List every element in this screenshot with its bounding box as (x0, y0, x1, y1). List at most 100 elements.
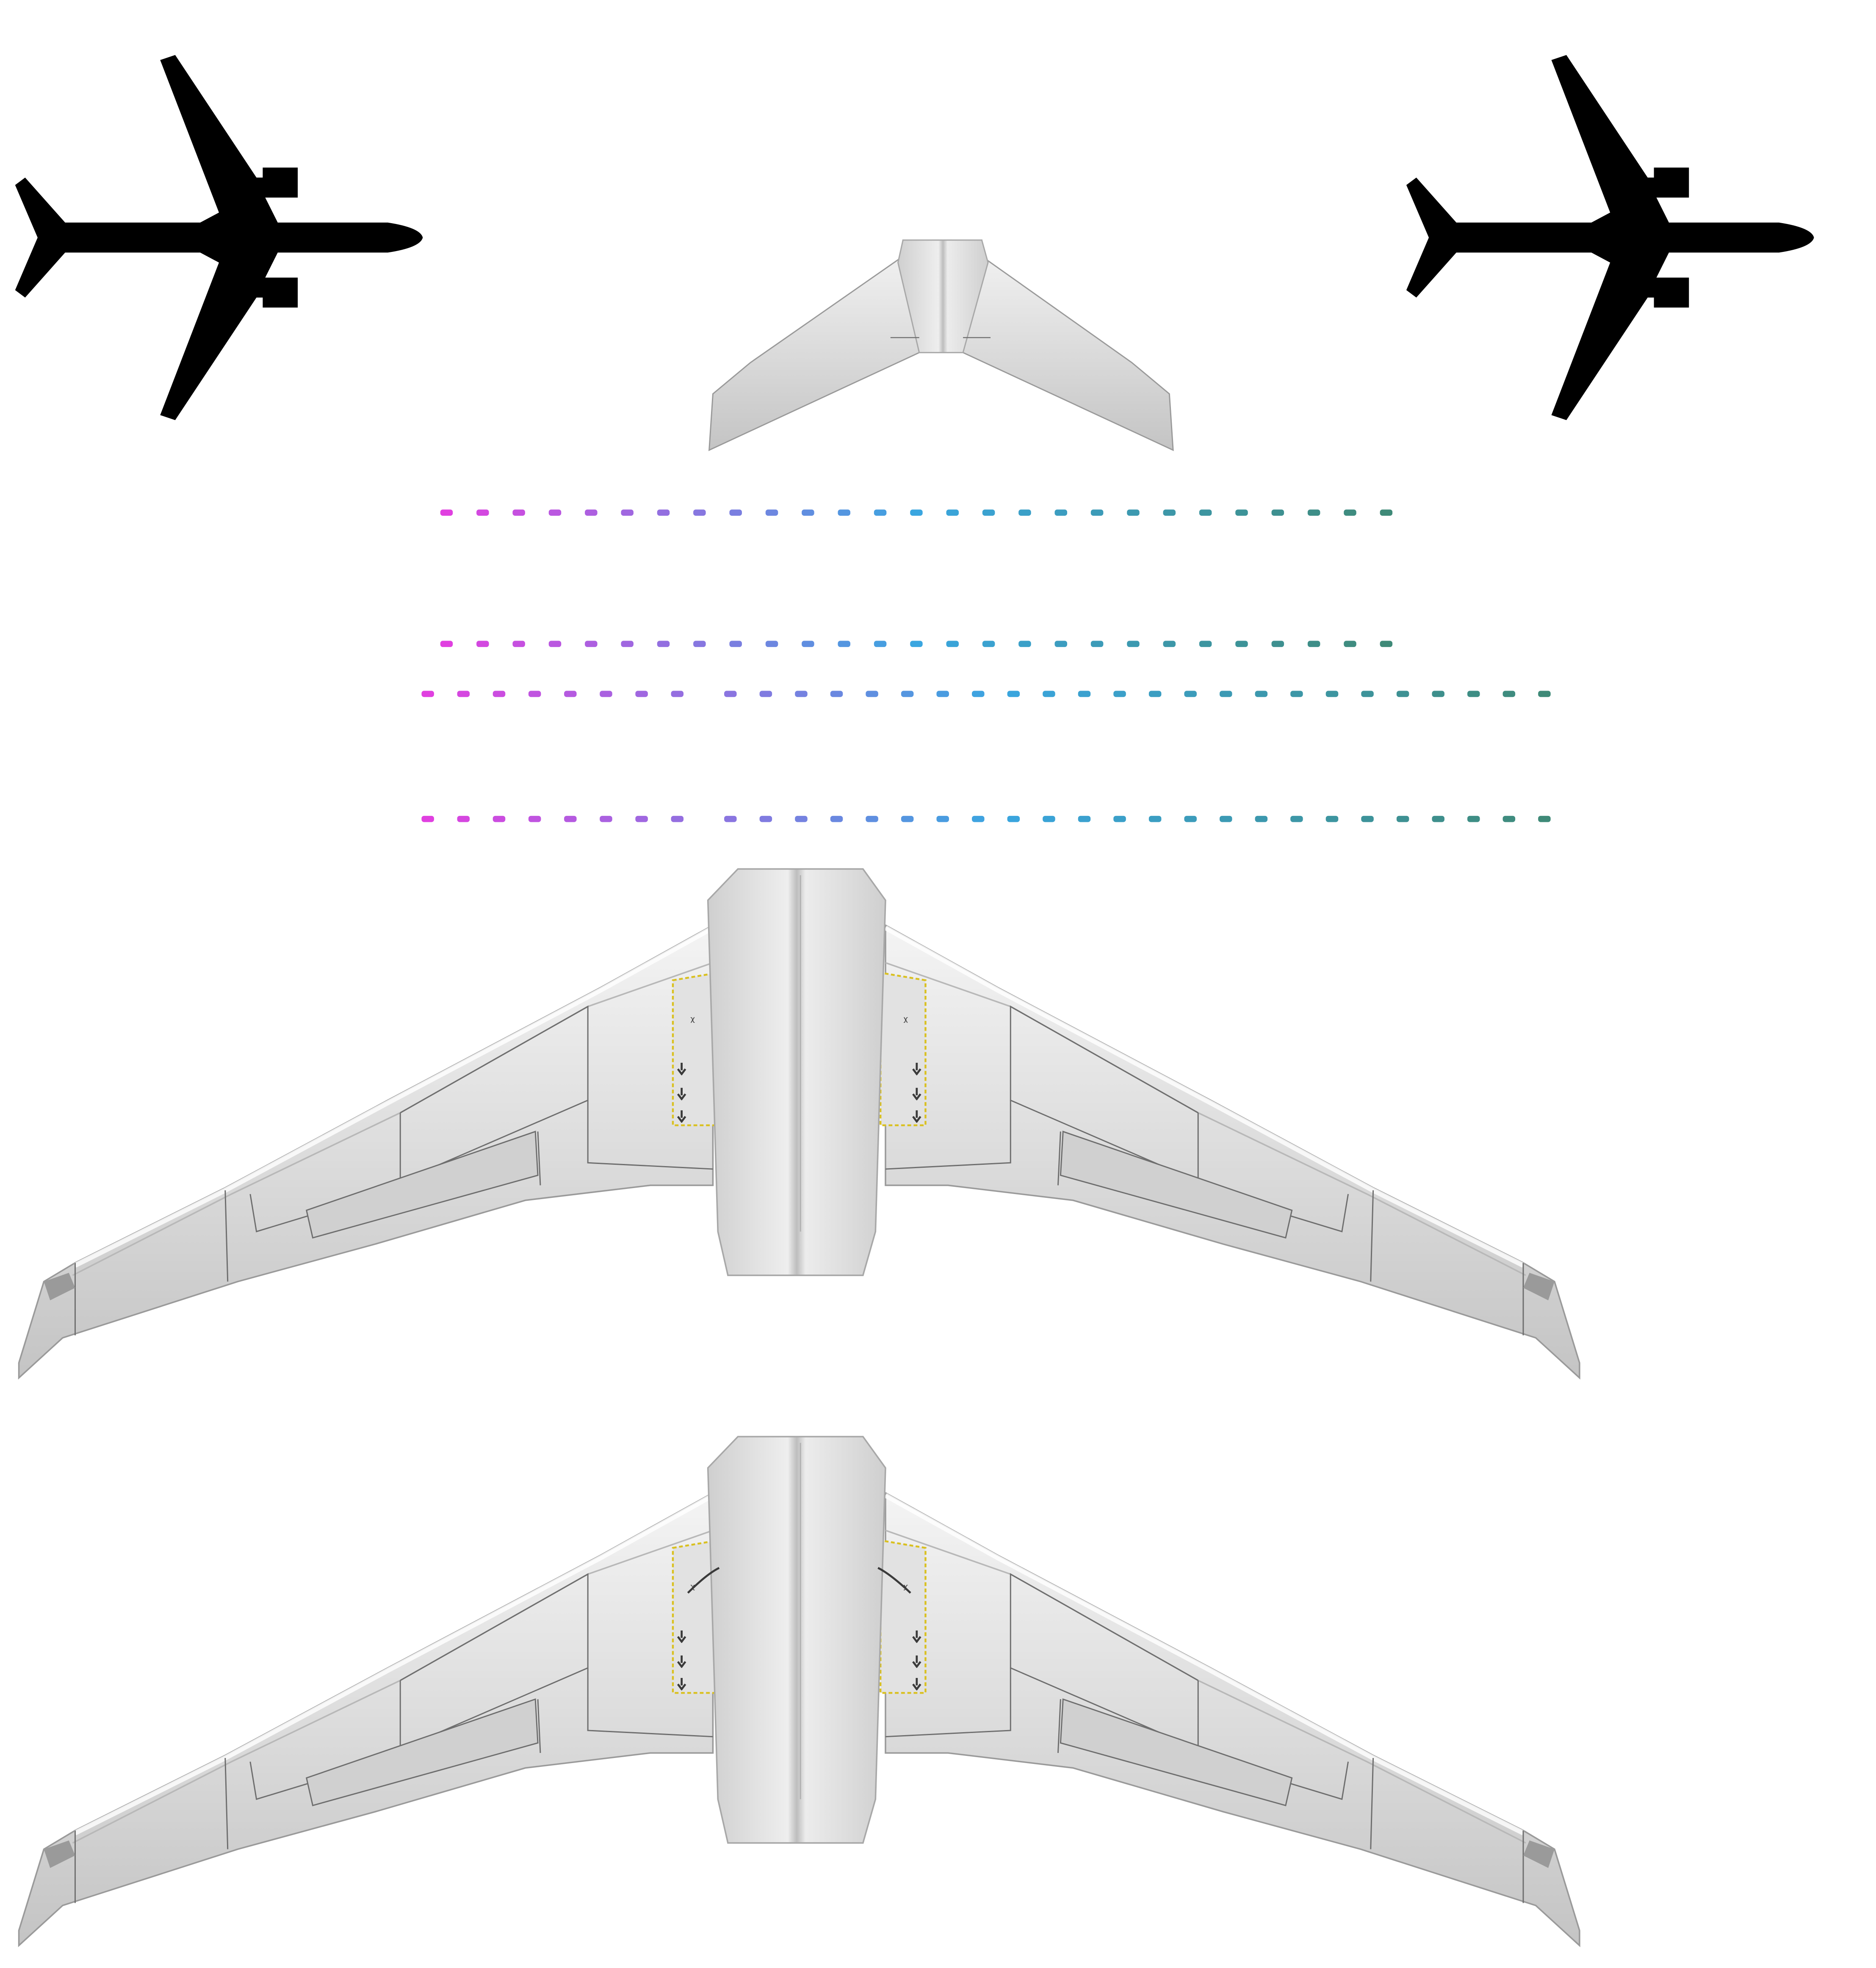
light-row-2-light (693, 641, 706, 647)
light-row-1-light (1090, 509, 1104, 516)
light-row-1-light (729, 509, 742, 516)
light-row-2-light (548, 641, 562, 647)
light-row-3-light (1184, 691, 1197, 697)
light-row-4-light (795, 815, 808, 822)
light-row-2-light (1090, 641, 1104, 647)
light-row-1-light (1235, 509, 1248, 516)
light-row-1-light (512, 509, 525, 516)
light-row-3-light (671, 691, 684, 697)
light-row-3-light (564, 691, 577, 697)
light-row-4-light (528, 815, 541, 822)
light-row-3-light (830, 691, 843, 697)
light-row-1-light (874, 509, 887, 516)
light-row-2-light (838, 641, 850, 647)
light-row-2-light (1163, 641, 1176, 647)
light-row-1-light (1054, 509, 1068, 516)
light-row-1-light (910, 509, 923, 516)
light-row-4-light (1007, 815, 1020, 822)
light-row-3-light (600, 691, 612, 697)
light-row-2-light (1344, 641, 1356, 647)
light-row-4-light (421, 815, 434, 822)
light-row-3-light (724, 691, 737, 697)
light-row-2-light (1018, 641, 1031, 647)
light-row-4-light (1255, 815, 1268, 822)
light-row-3-light (493, 691, 506, 697)
light-row-1-light (1271, 509, 1284, 516)
light-row-3-light (1432, 691, 1444, 697)
light-row-1-light (946, 509, 959, 516)
light-row-2-light (910, 641, 923, 647)
light-row-3-light (1078, 691, 1091, 697)
light-row-4-light (635, 815, 648, 822)
light-row-3-light (1325, 691, 1339, 697)
light-row-2-light (1054, 641, 1068, 647)
light-row-2-light (1271, 641, 1284, 647)
wing-top-view (19, 1436, 1580, 1946)
light-row-3-light (421, 691, 434, 697)
light-row-4-light (457, 815, 470, 822)
light-row-2-light (946, 641, 959, 647)
tail-stabilizer (708, 239, 1174, 451)
light-row-3-light (972, 691, 985, 697)
light-row-1-light (657, 509, 670, 516)
light-row-3-light (457, 691, 470, 697)
light-row-4-light (1325, 815, 1339, 822)
light-row-1-light (1344, 509, 1356, 516)
light-row-4-light (972, 815, 985, 822)
airplane-silhouette-icon (1401, 55, 1814, 420)
light-row-2-light (765, 641, 778, 647)
light-row-1-light (585, 509, 598, 516)
light-row-4-light (671, 815, 684, 822)
light-row-1-light (1380, 509, 1393, 516)
light-row-3-light (1007, 691, 1020, 697)
light-row-2-light (476, 641, 489, 647)
light-row-3-light (1396, 691, 1409, 697)
light-row-3-light (1148, 691, 1162, 697)
light-row-4-light (866, 815, 878, 822)
light-row-4-light (564, 815, 577, 822)
light-row-2-light (621, 641, 634, 647)
light-row-4-light (1148, 815, 1162, 822)
light-row-2-light (1235, 641, 1248, 647)
light-row-2-light (440, 641, 453, 647)
light-row-4-light (493, 815, 506, 822)
light-row-2-light (657, 641, 670, 647)
light-row-1-light (1018, 509, 1031, 516)
wing-top-view (19, 868, 1580, 1378)
light-row-3-light (1290, 691, 1303, 697)
light-row-1-light (548, 509, 562, 516)
light-row-4-light (1184, 815, 1197, 822)
light-row-4-light (1220, 815, 1232, 822)
light-row-4-light (936, 815, 949, 822)
light-row-3-light (528, 691, 541, 697)
light-row-1-light (802, 509, 814, 516)
light-row-4-light (1538, 815, 1551, 822)
light-row-3-light (1502, 691, 1516, 697)
light-row-1-light (621, 509, 634, 516)
light-row-3-light (1255, 691, 1268, 697)
light-row-4-light (759, 815, 772, 822)
light-row-3-light (1113, 691, 1126, 697)
light-row-4-light (1432, 815, 1444, 822)
light-row-2-light (1307, 641, 1320, 647)
light-row-2-light (585, 641, 598, 647)
light-row-3-light (936, 691, 949, 697)
light-row-2-light (982, 641, 995, 647)
light-row-3-light (759, 691, 772, 697)
light-row-4-light (830, 815, 843, 822)
light-row-3-light (866, 691, 878, 697)
light-row-4-light (1113, 815, 1126, 822)
light-row-1-light (838, 509, 850, 516)
light-row-3-light (1467, 691, 1480, 697)
light-row-3-light (1538, 691, 1551, 697)
light-row-4-light (1290, 815, 1303, 822)
light-row-1-light (693, 509, 706, 516)
light-row-4-light (1078, 815, 1091, 822)
light-row-1-light (1307, 509, 1320, 516)
light-row-1-light (982, 509, 995, 516)
light-row-1-light (1163, 509, 1176, 516)
light-row-2-light (1199, 641, 1212, 647)
airplane-silhouette-icon (10, 55, 423, 420)
light-row-3-light (901, 691, 914, 697)
